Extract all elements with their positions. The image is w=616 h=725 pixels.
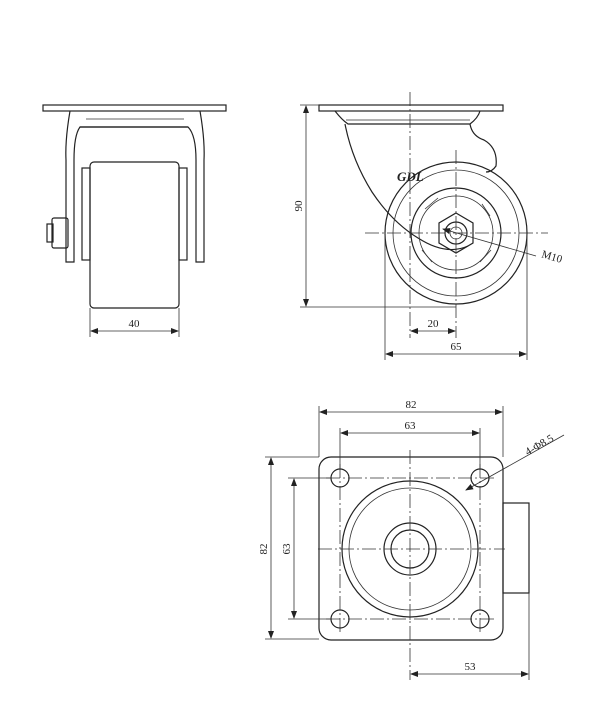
side-view: GDL M10 90 20 65	[293, 92, 564, 360]
hole-spacing-y-label: 63	[281, 543, 293, 555]
thread-label: M10	[540, 248, 564, 265]
side-fork-leg	[344, 123, 469, 251]
top-view: 82 63 82 63 53 4-Φ8.5	[258, 399, 565, 680]
plate-width-label: 82	[406, 399, 417, 411]
thread-leader	[442, 228, 537, 257]
front-fork	[65, 110, 205, 263]
plate-height-label: 82	[258, 544, 270, 555]
height-label: 90	[293, 200, 305, 212]
holes-leader	[465, 434, 565, 491]
holes-label: 4-Φ8.5	[523, 432, 556, 458]
front-view: 40	[42, 104, 227, 337]
side-swivel-head	[334, 110, 481, 125]
offset-label: 20	[428, 318, 440, 330]
side-axle-nut	[438, 212, 474, 254]
front-wheel	[89, 161, 180, 309]
swivel-radius-label: 53	[465, 661, 477, 673]
front-hub-right	[178, 167, 188, 261]
side-top-plate	[318, 104, 504, 112]
length-label: 65	[451, 341, 463, 353]
front-axle-end	[46, 223, 54, 243]
front-top-plate	[42, 104, 227, 112]
hole-spacing-x-label: 63	[405, 420, 417, 432]
front-width-label: 40	[129, 318, 141, 330]
wheel-protrusion	[502, 502, 530, 594]
front-axle-nut	[51, 217, 69, 249]
front-hub-left	[81, 167, 91, 261]
